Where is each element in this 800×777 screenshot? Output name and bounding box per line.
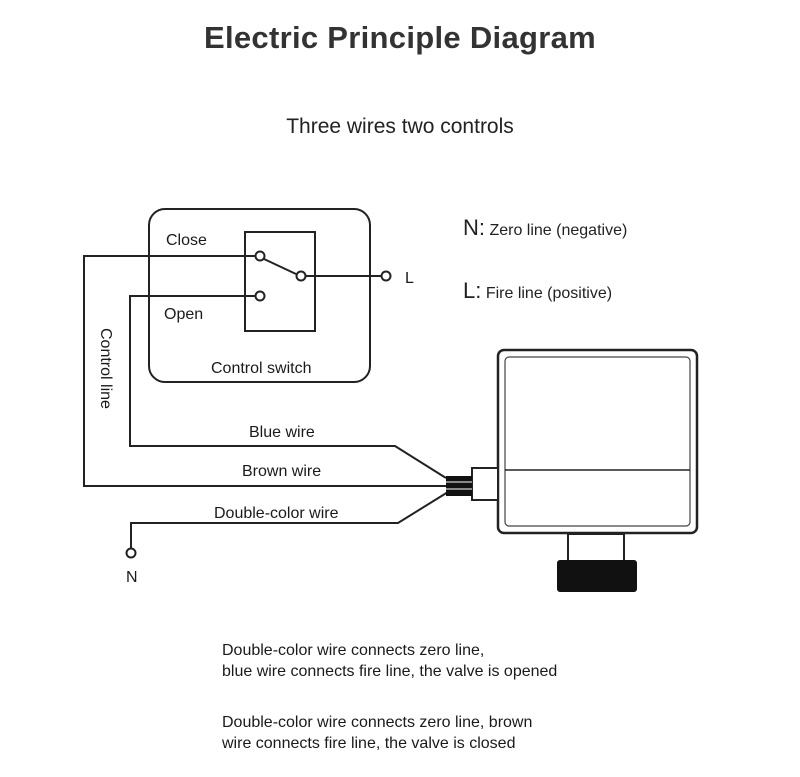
close-label: Close: [166, 232, 207, 249]
blue-wire-line: [129, 295, 447, 479]
open-terminal: [254, 290, 266, 302]
valve-base: [557, 560, 637, 592]
actuator-neck: [567, 533, 625, 563]
connector-plug: [446, 476, 472, 496]
control-switch-label: Control switch: [211, 360, 311, 377]
open-label: Open: [164, 306, 203, 323]
legend-l-key: L:: [463, 278, 482, 303]
note-line: blue wire connects fire line, the valve …: [222, 663, 558, 680]
legend-fire-line: L: Fire line (positive): [463, 278, 612, 304]
note-line: wire connects fire line, the valve is cl…: [222, 735, 516, 752]
l-terminal-node: [380, 270, 392, 282]
page-title: Electric Principle Diagram: [203, 20, 596, 55]
common-terminal: [295, 270, 307, 282]
note-line: Double-color wire connects zero line,: [222, 642, 485, 659]
double-color-wire-line: [130, 491, 449, 548]
n-terminal-node: [125, 547, 137, 559]
note-valve-closed: Double-color wire connects zero line, br…: [222, 712, 642, 754]
close-terminal: [254, 250, 266, 262]
legend-zero-line: N: Zero line (negative): [463, 215, 627, 241]
control-line-label: Control line: [97, 328, 114, 409]
legend-n-key: N:: [463, 215, 485, 240]
page-subtitle: Three wires two controls: [286, 115, 514, 138]
legend-l-text: Fire line (positive): [485, 285, 613, 302]
switch-blade: [263, 258, 297, 275]
brown-wire-line: [83, 255, 448, 487]
actuator-body: [496, 348, 699, 535]
n-terminal-label: N: [126, 569, 138, 586]
brown-wire-label: Brown wire: [242, 463, 321, 480]
note-valve-opened: Double-color wire connects zero line, bl…: [222, 640, 642, 682]
note-line: Double-color wire connects zero line, br…: [222, 714, 533, 731]
double-color-wire-label: Double-color wire: [214, 505, 339, 522]
switch-contact-box: [244, 231, 316, 332]
legend-n-text: Zero line (negative): [489, 222, 628, 239]
connector-housing: [471, 467, 499, 501]
blue-wire-label: Blue wire: [249, 424, 315, 441]
actuator-inner-frame: [504, 356, 691, 527]
l-terminal-label: L: [405, 270, 414, 287]
